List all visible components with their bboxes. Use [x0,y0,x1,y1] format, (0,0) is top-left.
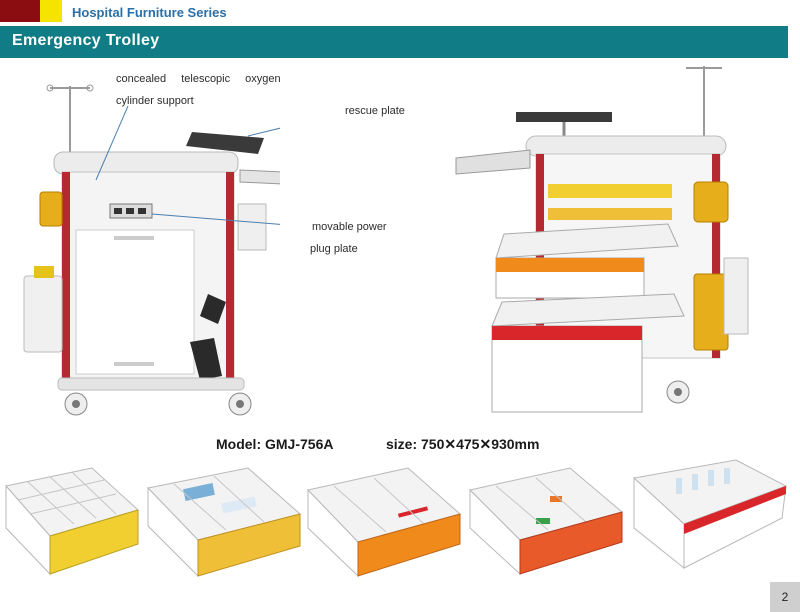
drawer-photo-5 [632,459,788,570]
title-banner: Emergency Trolley [0,26,788,58]
trolley-left-photo [23,84,280,416]
header-swatch-yellow [40,0,62,22]
callout-oxygen-support-line2: cylinder support [116,95,194,107]
drawer-photo-2 [147,467,302,578]
drawer-photo-4 [469,467,624,576]
callout-oxygen-support-line1: concealed telescopic oxygen [116,73,281,85]
callout-power-plate-line2: plug plate [310,243,358,255]
callout-oxygen-support: concealed telescopic oxygen cylinder sup… [116,68,281,112]
series-title: Hospital Furniture Series [72,5,227,20]
trolley-right-photo [455,66,749,413]
callout-power-plate-line1: movable power [312,221,387,233]
drawer-photo-3 [307,467,462,578]
header-swatch-maroon [0,0,40,22]
callout-rescue-plate: rescue plate [345,105,405,117]
product-size: size: 750✕475✕930mm [386,436,540,452]
page-number: 2 [770,582,800,612]
drawer-photo-1 [5,467,139,576]
callout-power-plate: movable power plug plate [310,216,387,260]
model-number: Model: GMJ-756A [216,436,334,452]
page-title: Emergency Trolley [12,32,160,49]
